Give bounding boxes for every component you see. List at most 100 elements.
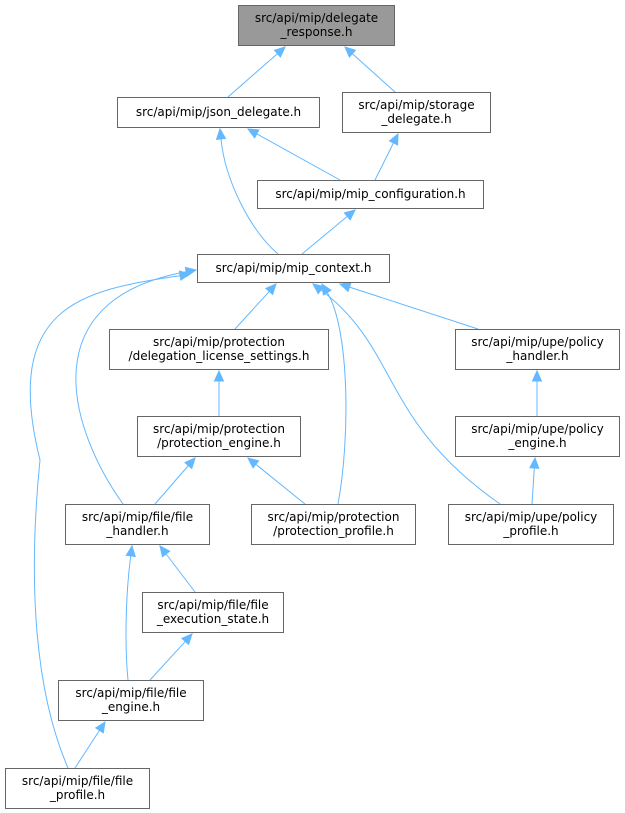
edge-line xyxy=(149,641,186,681)
node-delegate-response: src/api/mip/delegate_response.h xyxy=(238,5,395,46)
edge-file_handler-includes-protection_engine xyxy=(154,457,196,505)
edge-policy_profile-includes-mip_context xyxy=(312,283,501,505)
node-label-line: _profile.h xyxy=(502,524,558,538)
node-label-line: src/api/mip/mip_context.h xyxy=(216,261,372,275)
arrow-head-icon xyxy=(312,283,325,295)
arrow-head-icon xyxy=(531,369,543,382)
edge-line xyxy=(320,289,501,505)
node-policy-engine[interactable]: src/api/mip/upe/policy_engine.h xyxy=(455,416,620,457)
node-protection-profile[interactable]: src/api/mip/protection/protection_profil… xyxy=(251,504,416,545)
edge-mip_context-includes-json_delegate xyxy=(215,127,279,255)
node-box xyxy=(455,329,620,370)
node-json-delegate[interactable]: src/api/mip/json_delegate.h xyxy=(117,97,320,128)
node-label-line: src/api/mip/json_delegate.h xyxy=(136,105,301,119)
edge-line xyxy=(220,138,279,255)
node-delegation-license-settings[interactable]: src/api/mip/protection/delegation_licens… xyxy=(109,329,329,370)
node-box xyxy=(342,92,491,133)
node-label-line: src/api/mip/file/file xyxy=(22,774,133,788)
node-label-line: src/api/mip/mip_configuration.h xyxy=(275,187,465,201)
arrow-head-icon xyxy=(529,456,540,469)
node-label-line: src/api/mip/file/file xyxy=(157,598,268,612)
edge-line xyxy=(301,216,348,255)
arrow-head-icon xyxy=(159,545,171,558)
node-file-execution-state[interactable]: src/api/mip/file/file_execution_state.h xyxy=(142,592,284,633)
node-file-profile[interactable]: src/api/mip/file/file_profile.h xyxy=(5,768,150,809)
edge-delegation_license_settings-includes-mip_context xyxy=(234,283,277,330)
node-storage-delegate[interactable]: src/api/mip/storage_delegate.h xyxy=(342,92,491,133)
node-label-line: /protection_profile.h xyxy=(273,524,394,538)
node-label-line: _profile.h xyxy=(49,788,105,802)
node-label-line: /delegation_license_settings.h xyxy=(129,349,310,363)
node-box xyxy=(65,504,210,545)
edge-protection_profile-includes-protection_engine xyxy=(247,457,306,505)
arrow-head-icon xyxy=(273,46,286,58)
edge-line xyxy=(165,553,196,593)
edge-file_profile-includes-mip_context xyxy=(29,270,192,769)
edge-line xyxy=(125,555,132,681)
edge-line xyxy=(227,53,278,98)
node-mip-context[interactable]: src/api/mip/mip_context.h xyxy=(197,254,390,283)
node-label-line: _handler.h xyxy=(105,524,168,538)
edge-line xyxy=(374,142,394,181)
edge-line xyxy=(352,53,396,93)
edge-protection_profile-includes-mip_context xyxy=(321,282,347,505)
edge-line xyxy=(234,291,270,330)
node-box xyxy=(58,680,204,721)
node-box xyxy=(448,504,614,545)
edge-storage_delegate-includes-delegate_response xyxy=(344,46,396,93)
arrow-head-icon xyxy=(388,132,399,146)
edge-mip_context-includes-mip_configuration xyxy=(301,209,356,255)
node-box xyxy=(455,416,620,457)
arrow-head-icon xyxy=(264,283,277,296)
edge-json_delegate-includes-delegate_response xyxy=(227,46,286,98)
edge-file_profile-includes-file_engine xyxy=(74,720,106,769)
arrow-head-icon xyxy=(213,369,225,382)
node-box xyxy=(251,504,416,545)
arrow-head-icon xyxy=(94,720,106,734)
node-label-line: src/api/mip/protection xyxy=(153,422,285,436)
node-label-line: _execution_state.h xyxy=(156,612,269,626)
edge-line xyxy=(531,467,535,505)
arrow-head-icon xyxy=(215,127,227,140)
edge-line xyxy=(29,275,181,769)
node-label-line: src/api/mip/file/file xyxy=(82,510,193,524)
edge-mip_configuration-includes-json_delegate xyxy=(246,128,341,181)
node-file-engine[interactable]: src/api/mip/file/file_engine.h xyxy=(58,680,204,721)
edge-protection_engine-includes-delegation_license_settings xyxy=(213,369,225,416)
node-box xyxy=(238,5,395,46)
edge-line xyxy=(154,465,189,505)
edge-line xyxy=(75,271,187,505)
node-label-line: _delegate.h xyxy=(380,112,451,126)
edge-file_engine-includes-file_execution_state xyxy=(149,633,193,681)
edges xyxy=(29,46,543,769)
arrow-head-icon xyxy=(343,209,356,221)
node-label-line: src/api/mip/protection xyxy=(153,335,285,349)
node-box xyxy=(5,768,150,809)
node-box xyxy=(142,592,284,633)
node-label-line: /protection_engine.h xyxy=(157,436,281,450)
node-label-line: _handler.h xyxy=(505,349,568,363)
node-label-line: src/api/mip/file/file xyxy=(75,686,186,700)
node-protection-engine[interactable]: src/api/mip/protection/protection_engine… xyxy=(137,416,301,457)
edge-file_handler-includes-mip_context xyxy=(75,266,198,505)
node-label-line: src/api/mip/delegate xyxy=(255,11,378,25)
edge-line xyxy=(256,133,341,181)
node-label-line: _engine.h xyxy=(101,700,160,714)
arrow-head-icon xyxy=(321,282,332,296)
edge-policy_engine-includes-policy_handler xyxy=(531,369,543,416)
node-policy-profile[interactable]: src/api/mip/upe/policy_profile.h xyxy=(448,504,614,545)
node-label-line: src/api/mip/upe/policy xyxy=(471,422,604,436)
arrow-head-icon xyxy=(246,128,260,139)
node-label-line: _response.h xyxy=(280,25,353,39)
edge-line xyxy=(326,292,347,505)
edge-policy_handler-includes-mip_context xyxy=(338,282,479,330)
node-box xyxy=(197,254,390,283)
node-policy-handler[interactable]: src/api/mip/upe/policy_handler.h xyxy=(455,329,620,370)
edge-file_engine-includes-file_handler xyxy=(125,544,136,681)
node-file-handler[interactable]: src/api/mip/file/file_handler.h xyxy=(65,504,210,545)
arrow-head-icon xyxy=(344,46,357,58)
edge-file_execution_state-includes-file_handler xyxy=(159,545,196,593)
node-mip-configuration[interactable]: src/api/mip/mip_configuration.h xyxy=(257,180,484,209)
arrow-head-icon xyxy=(184,457,196,470)
